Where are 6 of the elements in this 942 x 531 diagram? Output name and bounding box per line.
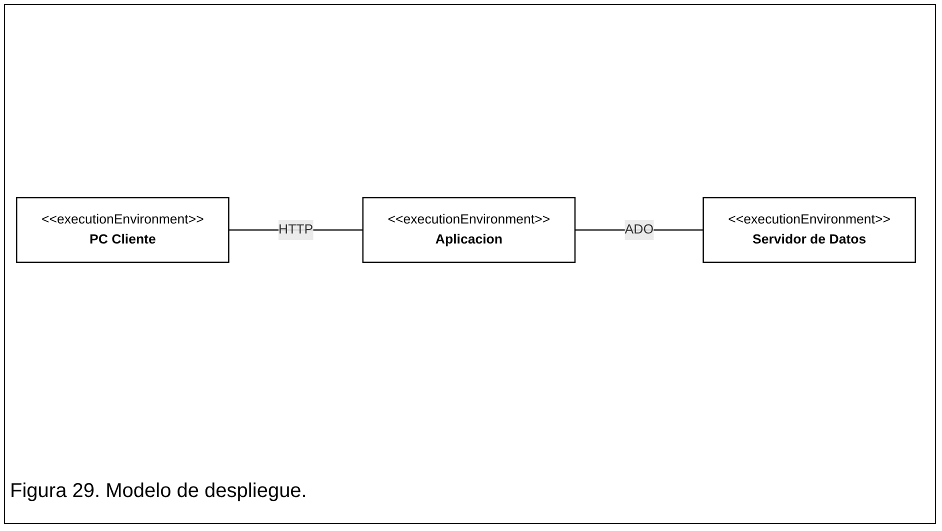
edge-label: ADO — [624, 222, 654, 237]
node-box: <<executionEnvironment>> Servidor de Datos — [702, 197, 916, 263]
node-box: <<executionEnvironment>> PC Cliente — [16, 197, 230, 263]
edge-label: HTTP — [278, 222, 314, 237]
node-box: <<executionEnvironment>> Aplicacion — [362, 197, 576, 263]
figure-caption: Figura 29. Modelo de despliegue. — [10, 480, 307, 503]
